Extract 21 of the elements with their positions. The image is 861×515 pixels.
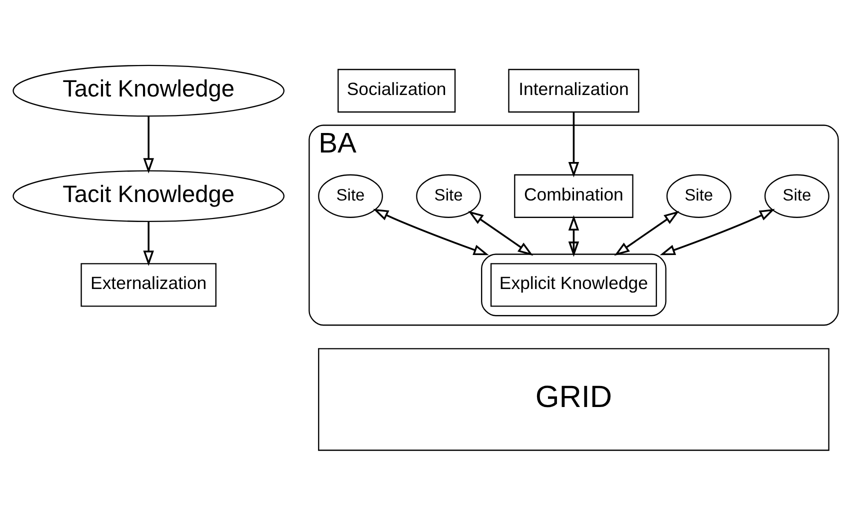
node-box: Internalization <box>508 68 640 112</box>
node-ellipse: Tacit Knowledge <box>12 170 284 222</box>
arrow <box>568 214 580 256</box>
arrow <box>660 208 775 255</box>
arrow <box>468 210 534 256</box>
node-ellipse: Site <box>416 174 482 218</box>
arrow <box>614 210 680 256</box>
node-box: Combination <box>514 174 634 218</box>
node-ellipse: Tacit Knowledge <box>12 64 284 116</box>
arrow <box>143 220 154 266</box>
node-ellipse: Site <box>764 174 830 218</box>
node-box: GRID <box>318 348 830 450</box>
node-ellipse: Site <box>318 174 383 218</box>
cluster <box>481 253 666 316</box>
arrow <box>373 208 489 255</box>
arrow <box>143 115 154 174</box>
node-box: Externalization <box>80 262 216 306</box>
node-ellipse: Site <box>666 174 732 218</box>
node-box: Explicit Knowledge <box>490 262 657 306</box>
arrow <box>568 112 580 177</box>
node-box: Socialization <box>338 68 456 112</box>
